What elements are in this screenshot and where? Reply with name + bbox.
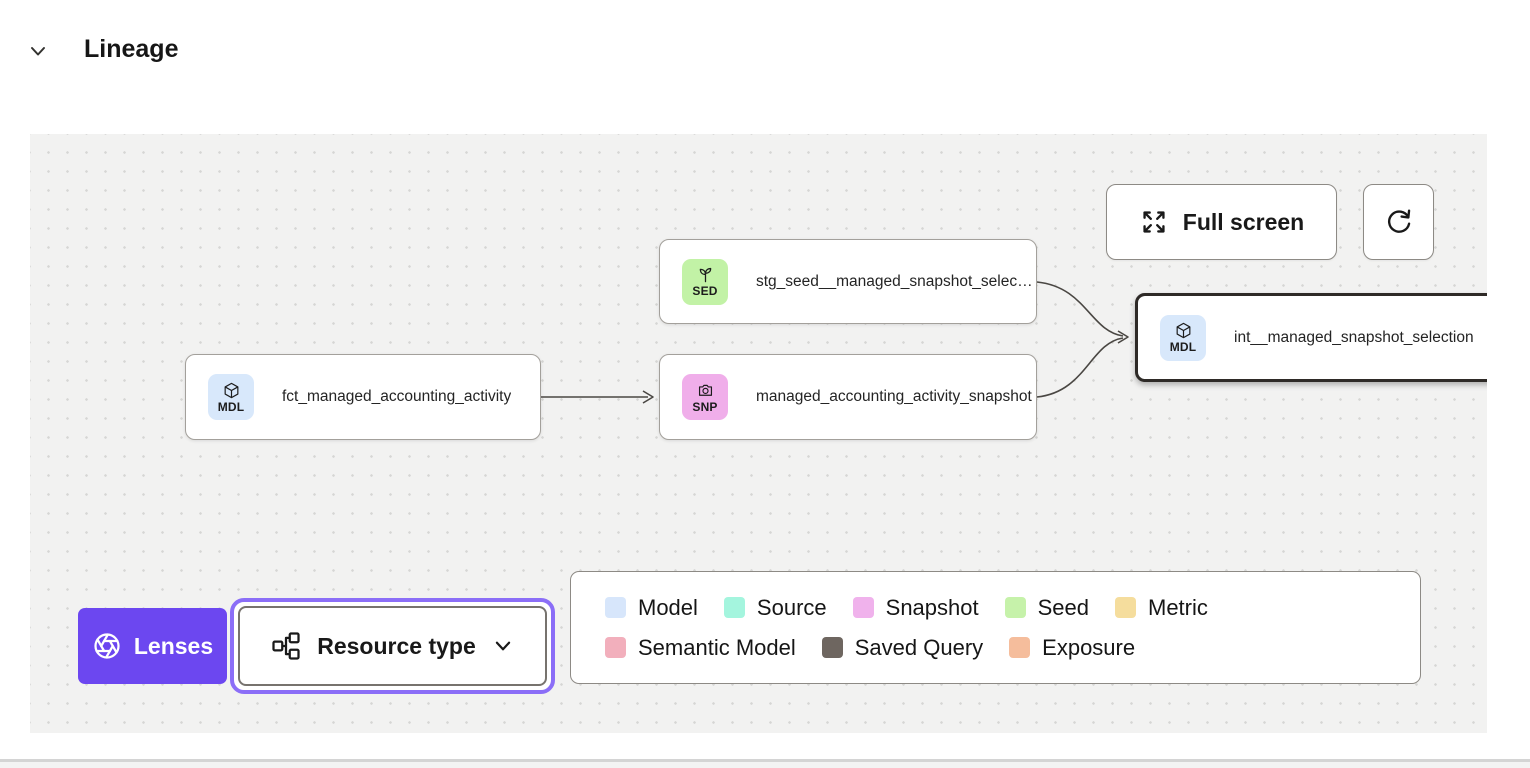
lenses-label: Lenses [133, 632, 214, 659]
seed-badge: SED [682, 258, 728, 305]
legend-item-metric: Metric [1115, 595, 1208, 621]
fullscreen-button[interactable]: Full screen [1106, 184, 1337, 260]
chevron-down-icon [495, 641, 510, 651]
legend-panel: Model Source Snapshot Seed Metric Semant… [570, 571, 1421, 684]
resource-type-dropdown[interactable]: Resource type [238, 606, 547, 686]
cube-icon [1176, 322, 1190, 339]
bottom-strip [0, 762, 1530, 768]
expand-icon [1143, 211, 1165, 233]
sprout-icon [699, 267, 711, 283]
legend-item-exposure: Exposure [1009, 635, 1135, 661]
page-title: Lineage [84, 35, 179, 63]
node-stg-seed[interactable]: SED stg_seed__managed_snapshot_selecti..… [659, 239, 1037, 324]
badge-code: MDL [1169, 340, 1197, 354]
lineage-header: Lineage [0, 0, 1530, 90]
legend-item-saved-query: Saved Query [821, 635, 983, 661]
saved-query-swatch [821, 637, 843, 658]
model-badge: MDL [208, 374, 254, 420]
refresh-icon [1387, 209, 1410, 233]
snapshot-badge: SNP [682, 374, 728, 420]
seed-swatch [1004, 597, 1026, 618]
bottom-divider [0, 759, 1530, 762]
collapse-section-button[interactable] [27, 40, 49, 62]
node-label: int__managed_snapshot_selection [1234, 328, 1474, 346]
camera-icon [698, 384, 712, 396]
metric-swatch [1115, 597, 1136, 618]
lineage-canvas[interactable]: SED stg_seed__managed_snapshot_selecti..… [30, 134, 1487, 733]
legend-item-source: Source [723, 595, 827, 621]
node-fct-managed-accounting-activity[interactable]: MDL fct_managed_accounting_activity [185, 354, 541, 440]
exposure-swatch [1009, 637, 1031, 658]
node-label: stg_seed__managed_snapshot_selecti... [756, 272, 1036, 290]
lenses-button[interactable]: Lenses [78, 608, 227, 684]
node-int-managed-snapshot-selection[interactable]: MDL int__managed_snapshot_selection [1135, 293, 1487, 382]
hierarchy-icon [272, 632, 300, 660]
model-badge: MDL [1160, 314, 1206, 361]
source-swatch [723, 597, 745, 618]
legend-item-semantic-model: Semantic Model [605, 635, 796, 661]
resource-type-focus-ring: Resource type [230, 598, 555, 694]
snapshot-swatch [852, 597, 874, 618]
cube-icon [224, 382, 238, 398]
resource-type-label: Resource type [317, 632, 476, 659]
aperture-icon [94, 633, 120, 659]
node-label: fct_managed_accounting_activity [282, 388, 512, 405]
legend-item-snapshot: Snapshot [852, 595, 979, 621]
node-managed-accounting-activity-snapshot[interactable]: SNP managed_accounting_activity_snapshot [659, 354, 1037, 440]
refresh-button[interactable] [1363, 184, 1434, 260]
node-label: managed_accounting_activity_snapshot [756, 388, 1032, 405]
legend-item-model: Model [605, 595, 698, 621]
fullscreen-label: Full screen [1182, 208, 1305, 235]
legend-item-seed: Seed [1004, 595, 1089, 621]
semantic-model-swatch [605, 637, 626, 658]
badge-code: SNP [692, 399, 718, 414]
model-swatch [605, 597, 626, 618]
badge-code: SED [692, 284, 718, 298]
badge-code: MDL [217, 399, 245, 414]
chevron-down-icon [31, 47, 45, 56]
